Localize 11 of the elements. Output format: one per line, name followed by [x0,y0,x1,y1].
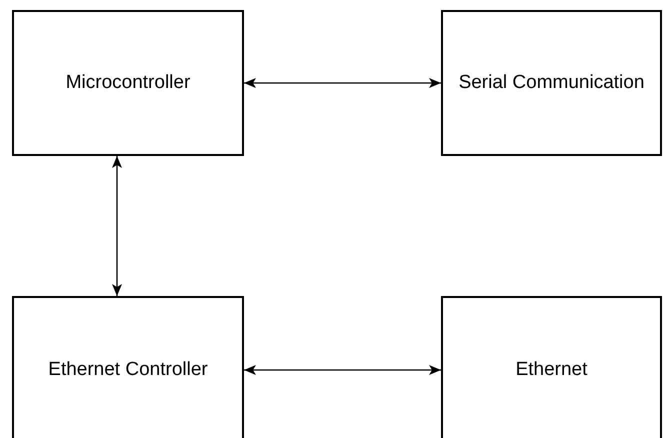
block-label: Ethernet [516,358,588,382]
double-arrow [244,78,441,88]
block-label: Ethernet Controller [48,358,208,382]
block-box [441,10,662,156]
block-label: Microcontroller [66,70,190,95]
double-arrow [244,365,441,375]
block-box [12,296,244,438]
double-arrow [112,156,122,296]
block-label: Serial Communication [458,70,644,95]
block-box [12,10,244,156]
block-box [441,296,662,438]
